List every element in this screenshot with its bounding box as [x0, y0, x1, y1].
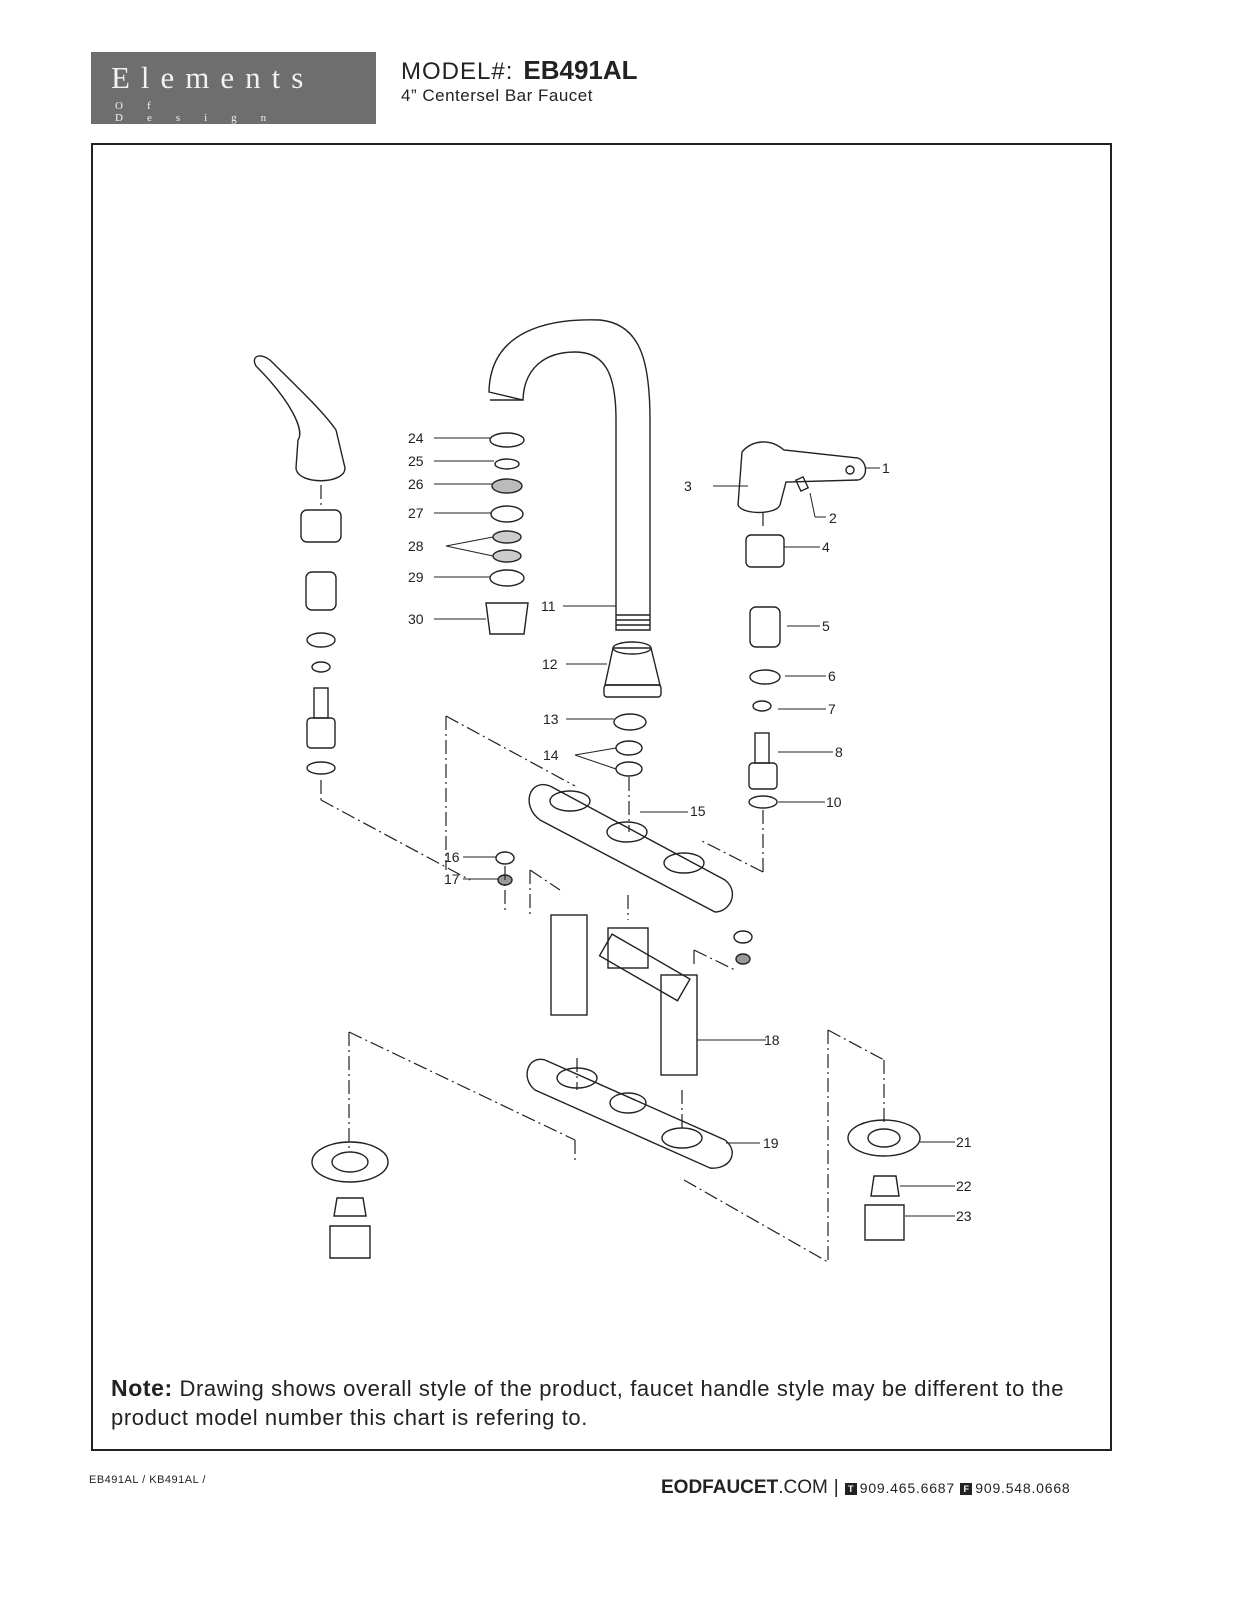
- callout-24: 24: [408, 430, 424, 446]
- callout-4: 4: [822, 539, 830, 555]
- site-name-bold: EODFAUCET: [661, 1477, 779, 1498]
- spout: [488, 319, 651, 631]
- part-22: [870, 1175, 900, 1197]
- callout-30: 30: [408, 611, 424, 627]
- model-label: MODEL#:: [401, 58, 514, 85]
- product-subtitle: 4” Centersel Bar Faucet: [401, 86, 593, 105]
- part-23: [864, 1204, 905, 1241]
- part-14b: [615, 761, 643, 777]
- callout-21: 21: [956, 1134, 972, 1150]
- callout-14: 14: [543, 747, 559, 763]
- site-name-tld: .COM: [778, 1477, 828, 1498]
- part-27: [490, 505, 524, 523]
- callout-28: 28: [408, 538, 424, 554]
- callout-7: 7: [828, 701, 836, 717]
- fax-number: 909.548.0668: [975, 1480, 1071, 1496]
- part-28a: [492, 530, 522, 544]
- note-body: Drawing shows overall style of the produ…: [111, 1376, 1065, 1430]
- callout-29: 29: [408, 569, 424, 585]
- phone-icon: T: [844, 1483, 857, 1495]
- callout-1: 1: [882, 460, 890, 476]
- model-number: EB491AL: [523, 55, 638, 85]
- callout-26: 26: [408, 476, 424, 492]
- callout-11: 11: [541, 598, 556, 614]
- part-19: [526, 1058, 733, 1169]
- callout-10: 10: [826, 794, 842, 810]
- part-10: [748, 795, 778, 809]
- part-16: [495, 851, 515, 865]
- left-handle: [253, 355, 346, 482]
- diagram-frame: [91, 143, 1112, 1451]
- part-6: [749, 669, 781, 685]
- callout-15: 15: [690, 803, 706, 819]
- part-24: [489, 432, 525, 448]
- note-text: Note: Drawing shows overall style of the…: [111, 1374, 1101, 1432]
- phone-number: 909.465.6687: [859, 1480, 955, 1496]
- callout-5: 5: [822, 618, 830, 634]
- callout-25: 25: [408, 453, 424, 469]
- part-26: [491, 478, 523, 494]
- part-5: [749, 606, 781, 648]
- model-heading: MODEL#: EB491AL: [401, 55, 638, 86]
- part-4: [745, 534, 785, 568]
- brand-logo: Elements Of Design: [91, 52, 376, 124]
- callout-8: 8: [835, 744, 843, 760]
- callout-16: 16: [444, 849, 460, 865]
- callout-12: 12: [542, 656, 558, 672]
- footer-model-codes: EB491AL / KB491AL /: [89, 1474, 206, 1486]
- callout-22: 22: [956, 1178, 972, 1194]
- part-15: [528, 783, 734, 913]
- callout-3: 3: [684, 478, 692, 494]
- logo-sub-text: Of Design: [115, 100, 291, 124]
- logo-main-text: Elements: [111, 60, 315, 95]
- callout-13: 13: [543, 711, 559, 727]
- callout-27: 27: [408, 505, 424, 521]
- callout-6: 6: [828, 668, 836, 684]
- footer-separator: |: [833, 1477, 839, 1498]
- part-21: [847, 1119, 921, 1157]
- part-14a: [615, 740, 643, 756]
- callout-19: 19: [763, 1135, 779, 1151]
- callout-2: 2: [829, 510, 837, 526]
- callout-17: 17: [444, 871, 460, 887]
- part-30: [485, 602, 529, 635]
- callout-23: 23: [956, 1208, 972, 1224]
- callout-18: 18: [764, 1032, 780, 1048]
- part-13: [613, 713, 647, 731]
- valve-body-18: [550, 914, 588, 1016]
- fax-icon: F: [960, 1483, 973, 1495]
- part-29: [489, 569, 525, 587]
- part-28b: [492, 549, 522, 563]
- part-7: [752, 700, 772, 712]
- note-label: Note:: [111, 1375, 173, 1401]
- part-8: [754, 732, 770, 764]
- part-25: [494, 458, 520, 470]
